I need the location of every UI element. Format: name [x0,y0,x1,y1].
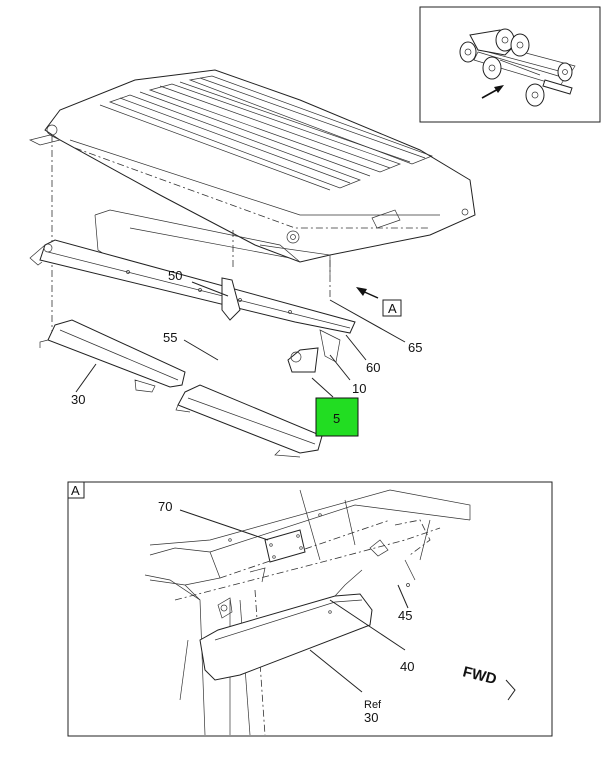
callout-30: 30 [71,392,85,407]
locator-inset [419,6,601,123]
detail-view-a: A [67,481,553,737]
cab-roof-assembly [28,69,476,458]
view-a-reference: A [388,301,397,316]
callout-55: 55 [163,330,177,345]
callout-45: 45 [398,608,412,623]
view-arrow-icon [481,85,504,99]
callout-70: 70 [158,499,172,514]
callout-50: 50 [168,268,182,283]
highlighted-callout-box [315,397,359,437]
callout-40: 40 [400,659,414,674]
sun-visor-right [177,384,323,454]
leader-lines [75,281,406,398]
bracket [221,277,241,321]
plate [264,529,306,563]
detail-frame [67,481,553,737]
callout-60: 60 [366,360,380,375]
fwd-label: FWD [461,663,498,688]
callout-65: 65 [408,340,422,355]
forward-arrow-icon [505,679,516,701]
truck-chassis-icon [459,28,576,107]
corner-bracket [287,347,319,373]
callout-ref-30: 30 [364,710,378,725]
roof-panel [44,69,476,263]
locator-frame [419,6,601,123]
ref-label: Ref [364,699,382,711]
view-a-arrow [356,287,402,317]
forward-direction-indicator: FWD [461,663,516,701]
callout-10: 10 [352,381,366,396]
callout-5: 5 [333,411,340,426]
detail-frame-label: A [71,483,80,498]
sun-visor-detail [199,593,373,681]
